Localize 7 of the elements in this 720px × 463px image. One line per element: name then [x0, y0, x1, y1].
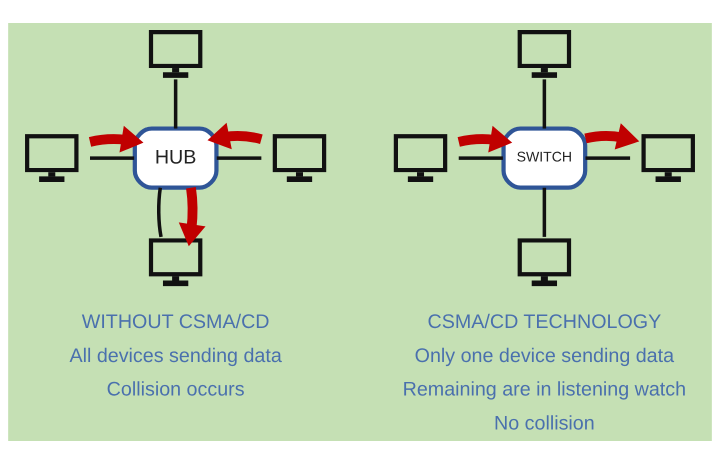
- label: WITHOUT CSMA/CD: [82, 310, 270, 332]
- label: CSMA/CD TECHNOLOGY: [428, 310, 662, 332]
- label: Remaining are in listening watch: [402, 378, 686, 400]
- label: Only one device sending data: [414, 344, 674, 366]
- label: No collision: [494, 412, 595, 434]
- label: Collision occurs: [106, 378, 245, 400]
- label: All devices sending data: [69, 344, 282, 366]
